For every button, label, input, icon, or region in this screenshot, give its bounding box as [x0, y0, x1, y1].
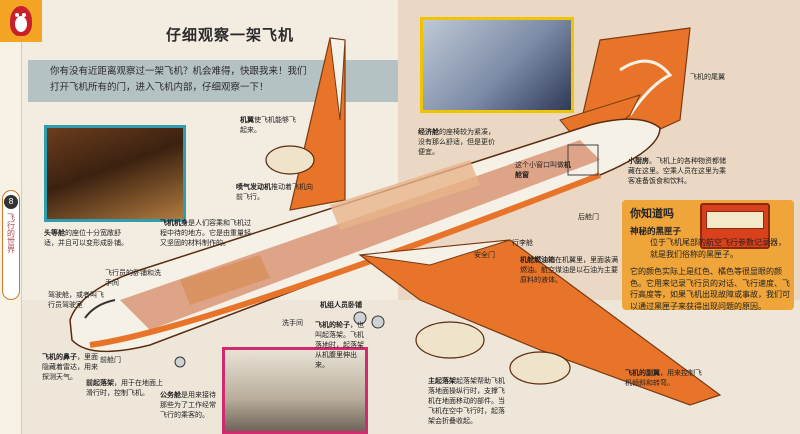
black-box-label-strip — [706, 211, 764, 229]
did-you-know-heading: 你知道吗 — [630, 207, 674, 220]
label-nose: 飞机的鼻子，里面隐藏着雷达，用来探测天气。 — [42, 353, 98, 381]
lower-engine — [415, 321, 485, 359]
economy-seats — [330, 160, 480, 230]
black-box-image — [700, 203, 770, 249]
lower-wing-root — [359, 239, 511, 266]
label-aileron: 飞机的副翼，用来控制飞机倾斜和转弯。 — [625, 369, 702, 387]
page-title: 仔细观察一架飞机 — [165, 26, 294, 44]
label-fuel: 机舱燃油箱在机翼里，里面装满燃油。航空煤油是以石油为主要原料的液体。 — [520, 256, 618, 284]
chapter-tab[interactable]: 8 飞行的世界 — [2, 190, 20, 300]
label-crew-rest: 飞行员的卧铺和洗手间 — [105, 269, 161, 287]
chapter-number: 8 — [4, 195, 18, 209]
did-you-know-subheading: 神秘的黑匣子 — [630, 227, 682, 237]
cockpit-window — [84, 299, 116, 319]
economy-seat-photo — [420, 17, 574, 113]
label-engine: 喷气发动机推动着飞机向前飞行。 — [236, 183, 313, 201]
label-safety-door: 安全门 — [474, 251, 495, 259]
intro-line-1: 你有没有近距离观察过一架飞机？机会难得，快跟我来！我们 — [50, 66, 307, 77]
label-economy: 经济舱的座椅较为紧凑，没有那么舒适，但是更价便宜。 — [418, 128, 495, 156]
penguin-eye-left — [15, 13, 19, 17]
business-class-photo — [222, 347, 368, 434]
label-wheels: 飞机的轮子，也叫起落架。飞机落地时，起落架从机腹里伸出来。 — [315, 321, 364, 369]
label-tail: 飞机的尾翼 — [690, 73, 725, 81]
lower-engine-2 — [509, 351, 571, 385]
did-you-know-body-2: 它的颜色实际上是红色、橘色等很显眼的颜色。它用来记录飞行员的对话、飞行速度、飞行… — [630, 267, 790, 311]
label-wing: 机翼使飞机能够飞起来。 — [240, 116, 296, 134]
main-gear-wheel-2 — [371, 315, 385, 329]
intro-line-2: 打开飞机所有的门，进入飞机内部，仔细观察一下！ — [50, 82, 269, 93]
label-toilet: 洗手间 — [282, 319, 303, 327]
upper-engine — [265, 145, 315, 175]
label-main-gear: 主起落架起落架帮助飞机落地面操纵行时，支撑飞机在地面移动的部件。当飞机在空中飞行… — [428, 377, 505, 425]
tail-logo — [619, 59, 673, 116]
penguin-eye-right — [22, 13, 26, 17]
label-galley: 小厨房。飞机上的各种物资都储藏在这里。空乘人员在这里为乘客准备饭食和饮料。 — [628, 157, 726, 185]
upper-wing-edge — [329, 37, 346, 121]
label-window: 这个小窗口叫做机舱窗 — [515, 161, 571, 179]
label-business: 公务舱是用来接待那些为了工作经常飞行的乘客的。 — [160, 391, 216, 419]
label-front-door: 前舱门 — [100, 356, 121, 364]
first-class-photo — [44, 125, 186, 222]
chapter-label: 飞行的世界 — [6, 213, 16, 253]
rear-galley — [567, 144, 599, 176]
penguin-logo — [0, 0, 42, 42]
label-luggage: 行李舱 — [512, 239, 533, 247]
main-gear-wheel-1 — [353, 311, 367, 325]
label-crew-bunk: 机组人员卧铺 — [320, 301, 362, 309]
penguin-belly — [15, 16, 27, 32]
did-you-know-body-1: 位于飞机尾部的航空飞行参数记录器，就是我们俗称的黑匣子。 — [650, 238, 786, 259]
belly-stripe — [89, 172, 602, 348]
label-rear-door: 后舱门 — [578, 213, 599, 221]
label-first-class: 头等舱的座位十分宽敞舒适，并且可以变形成卧铺。 — [44, 229, 128, 247]
business-seats — [180, 255, 270, 305]
nose-gear-wheel — [174, 356, 186, 368]
label-cockpit: 驾驶舱，或者叫飞行员驾驶室 — [48, 291, 104, 309]
label-front-gear: 前起落架，用于在地面上滑行时，控制飞机。 — [86, 379, 163, 397]
label-fuselage: 飞机机身是人们容乘和飞机过程中待的地方。它是由重量轻又坚固的材料制作的。 — [160, 219, 251, 247]
